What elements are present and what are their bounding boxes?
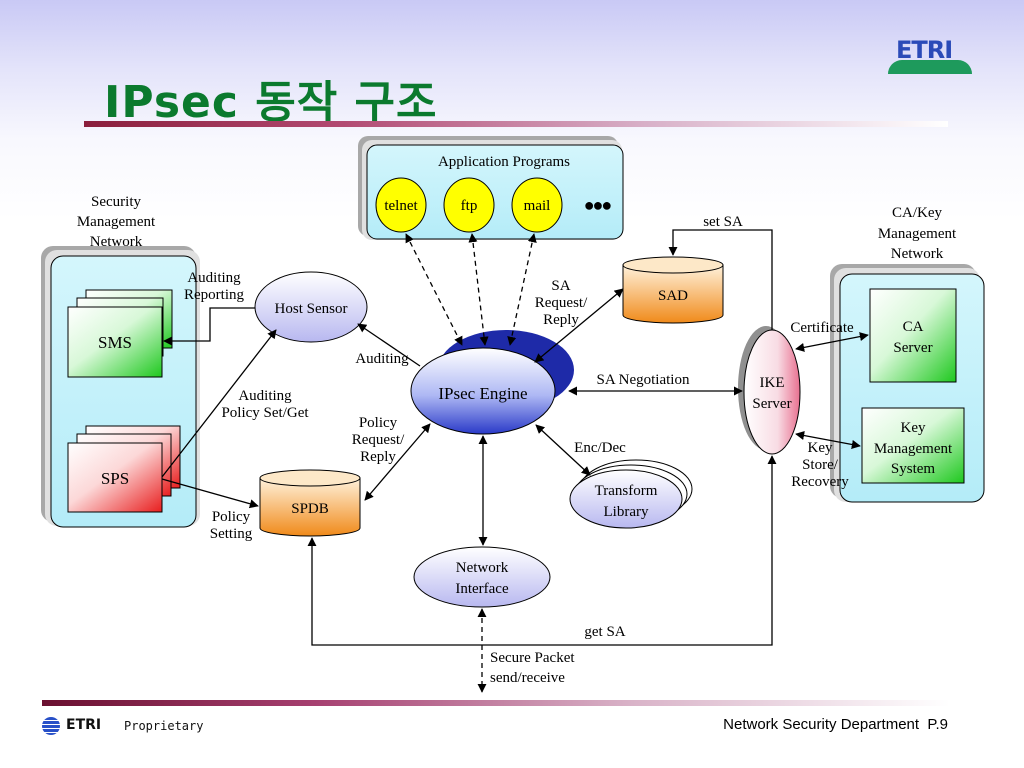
- engine-to-host-sensor-link: [357, 323, 421, 367]
- host-sensor-to-sms-link: [163, 307, 255, 346]
- network-interface-label-line2: Interface: [455, 581, 509, 597]
- label-key-store-line1: Key: [808, 440, 833, 456]
- security-management-network: Security Management Network SMS SPS: [41, 194, 200, 528]
- ike-server-node: [743, 329, 801, 455]
- get-sa-link: [307, 455, 777, 646]
- transform-library-node: Transform Library: [569, 459, 693, 529]
- ike-server-label-line1: IKE: [760, 375, 785, 391]
- label-policy-request-line3: Reply: [360, 449, 396, 465]
- label-auditing-reporting-line2: Reporting: [184, 287, 244, 303]
- transform-library-label-line2: Library: [604, 504, 649, 520]
- set-sa-link: [668, 229, 773, 330]
- sps-to-spdb-link: [161, 478, 259, 509]
- sps-box: [67, 442, 163, 513]
- sps-label: SPS: [101, 469, 129, 488]
- footer-department: Network Security Department: [723, 716, 920, 733]
- label-auditing-policy-line1: Auditing: [238, 388, 292, 404]
- sad-database: SAD: [622, 256, 724, 324]
- host-sensor-node: [254, 271, 368, 343]
- telnet-to-engine-link: [405, 233, 463, 346]
- connector-lines: [161, 229, 869, 693]
- footer-page-info: Network Security Department P.9: [723, 716, 948, 733]
- ipsec-engine-node: [410, 347, 556, 435]
- kms-box: [861, 407, 965, 484]
- connector-labels: Auditing Reporting Auditing Auditing Pol…: [184, 214, 854, 686]
- globe-icon: [42, 717, 60, 735]
- label-sa-request-line2: Request/: [535, 295, 588, 311]
- ca-key-title-line3: Network: [891, 246, 944, 262]
- app-mail: mail: [524, 198, 551, 214]
- kms-label-line1: Key: [901, 420, 926, 436]
- ca-server-label-line1: CA: [903, 319, 924, 335]
- network-interface-label-line1: Network: [456, 560, 509, 576]
- etri-logo-arc: [888, 60, 972, 74]
- ca-server-box: [869, 288, 957, 383]
- etri-logo-wordmark: ETRI: [896, 36, 953, 64]
- ftp-to-engine-link: [468, 233, 489, 346]
- kms-label-line3: System: [891, 461, 936, 477]
- sad-label: SAD: [658, 288, 688, 304]
- label-auditing-policy-line2: Policy Set/Get: [221, 405, 309, 421]
- label-key-store-line3: Recovery: [791, 474, 849, 490]
- label-certificate: Certificate: [790, 320, 854, 336]
- ca-key-title-line2: Management: [878, 226, 957, 242]
- label-auditing-reporting-line1: Auditing: [187, 270, 241, 286]
- label-policy-request-line2: Request/: [352, 432, 405, 448]
- label-sa-request-line3: Reply: [543, 312, 579, 328]
- label-secure-packet-line2: send/receive: [490, 670, 565, 686]
- slide-title: IPsec 동작 구조: [104, 77, 438, 128]
- application-programs-panel: Application Programs telnet ftp mail ●●●: [358, 136, 624, 240]
- ca-server-label-line2: Server: [893, 340, 932, 356]
- network-interface-node: [413, 546, 551, 608]
- label-policy-request-line1: Policy: [359, 415, 398, 431]
- security-mgmt-title-line1: Security: [91, 194, 141, 210]
- sms-label: SMS: [98, 333, 132, 352]
- mail-to-engine-link: [507, 233, 537, 346]
- etri-logo: ETRI: [884, 36, 974, 76]
- host-sensor-label: Host Sensor: [275, 301, 348, 317]
- sms-box: [67, 306, 163, 378]
- label-set-sa: set SA: [703, 214, 743, 230]
- kms-label-line2: Management: [874, 441, 953, 457]
- title-underline: [84, 121, 948, 127]
- transform-library-label-line1: Transform: [595, 483, 658, 499]
- footer-proprietary: Proprietary: [124, 719, 204, 733]
- label-sa-request-line1: SA: [551, 278, 570, 294]
- label-auditing: Auditing: [355, 351, 409, 367]
- engine-sad-link: [534, 288, 624, 363]
- label-get-sa: get SA: [584, 624, 625, 640]
- spdb-database: SPDB: [259, 469, 361, 537]
- label-enc-dec: Enc/Dec: [574, 440, 626, 456]
- label-policy-setting-line1: Policy: [212, 509, 251, 525]
- label-policy-setting-line2: Setting: [210, 526, 253, 542]
- footer-rule: [42, 700, 950, 706]
- label-key-store-line2: Store/: [802, 457, 839, 473]
- label-sa-negotiation: SA Negotiation: [597, 372, 690, 388]
- footer-page-number: P.9: [927, 716, 948, 733]
- label-secure-packet-line1: Secure Packet: [490, 650, 575, 666]
- app-more-ellipsis: ●●●: [584, 195, 612, 215]
- spdb-label: SPDB: [291, 501, 329, 517]
- key-store-link: [795, 431, 861, 449]
- sps-to-host-sensor-link: [161, 329, 277, 478]
- footer-brand: ETRI: [66, 717, 102, 733]
- ipsec-engine-label: IPsec Engine: [438, 384, 527, 403]
- app-telnet: telnet: [384, 198, 418, 214]
- ike-server-label-line2: Server: [752, 396, 791, 412]
- ca-key-title-line1: CA/Key: [892, 205, 942, 221]
- app-ftp: ftp: [461, 198, 478, 214]
- ca-key-management-network: CA/Key Management Network CA Server Key …: [830, 205, 985, 503]
- security-mgmt-title-line2: Management: [77, 214, 156, 230]
- certificate-link: [795, 332, 869, 352]
- footer-logo: ETRI Proprietary: [42, 716, 212, 736]
- application-programs-title: Application Programs: [438, 154, 570, 170]
